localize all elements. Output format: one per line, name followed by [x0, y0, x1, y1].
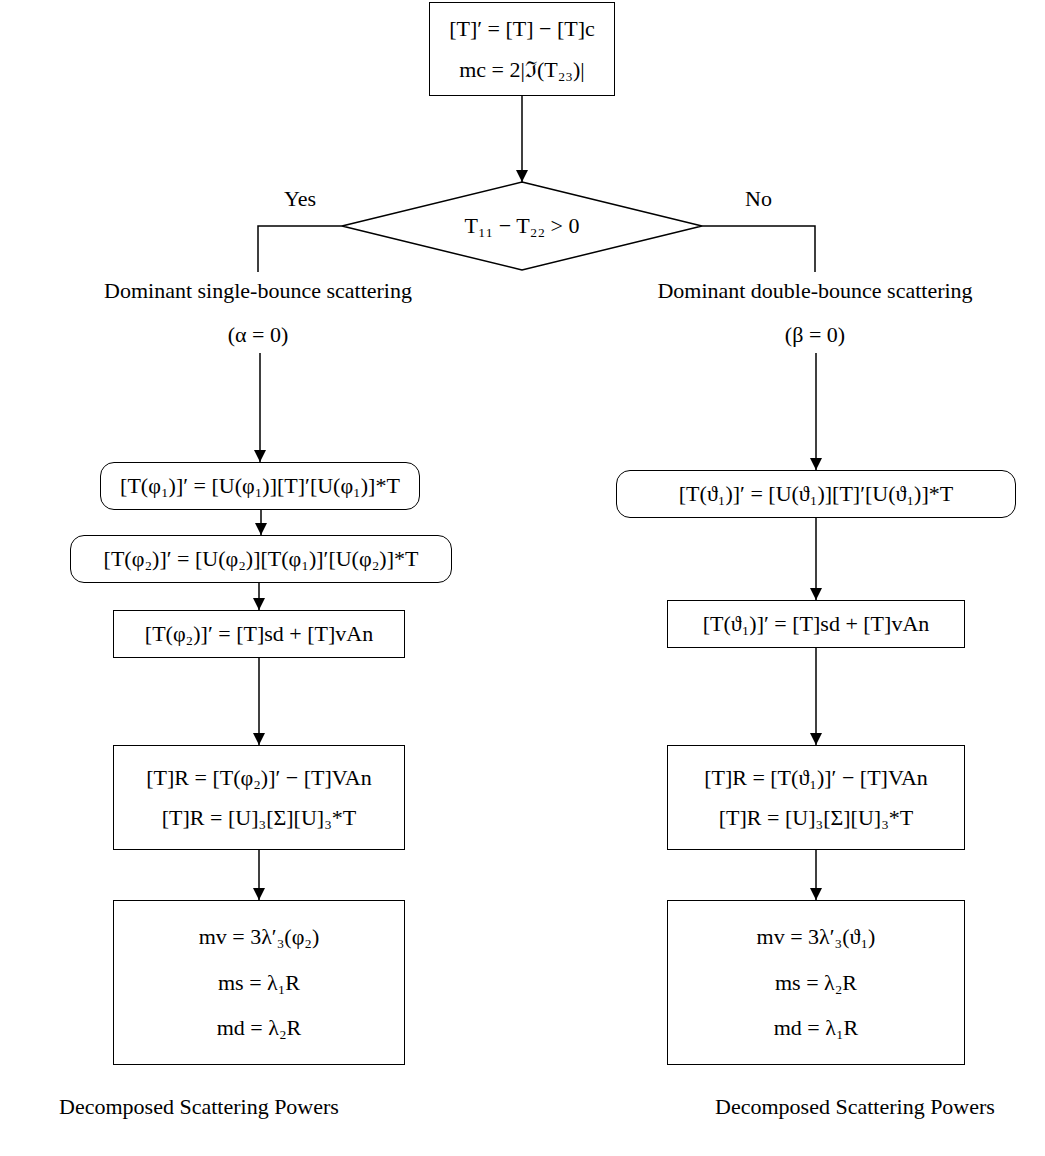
formula-text: [T]R = [U]₃[Σ][U]₃*T — [719, 804, 914, 832]
branch-label: No — [742, 185, 775, 213]
process-box: [T(ϑ₁)]′ = [T]sd + [T]vAn — [667, 600, 965, 648]
flow-connector — [815, 518, 817, 600]
formula-text: [T(ϑ₁)]′ = [T]sd + [T]vAn — [703, 610, 930, 638]
diamond-shape — [342, 182, 702, 270]
formula-text: [T(φ₂)]′ = [U(φ₂)][T(φ₁)]′[U(φ₂)]*T — [104, 545, 419, 573]
process-box: [T]R = [T(φ₂)]′ − [T]VAn [T]R = [U]₃[Σ][U… — [113, 745, 405, 850]
flow-connector — [258, 583, 260, 610]
branch-text: Dominant single-bounce scattering — [104, 277, 412, 305]
flow-connector — [815, 353, 817, 470]
formula-text: [T(φ₁)]′ = [U(φ₁)][T]′[U(φ₁)]*T — [120, 472, 400, 500]
rotation-box: [T(φ₂)]′ = [U(φ₂)][T(φ₁)]′[U(φ₂)]*T — [70, 535, 452, 583]
formula-text: ms = λ₁R — [218, 969, 300, 997]
result-box: mv = 3λ′₃(ϑ₁) ms = λ₂R md = λ₁R — [667, 900, 965, 1065]
formula-text: mv = 3λ′₃(φ₂) — [199, 923, 320, 951]
flow-connector — [259, 353, 261, 462]
flow-connector — [258, 226, 342, 272]
formula-text: [T]′ = [T] − [T]c — [449, 15, 595, 43]
formula-text: [T]R = [T(ϑ₁)]′ − [T]VAn — [704, 764, 928, 792]
flow-connector — [521, 96, 523, 182]
flow-connector — [815, 850, 817, 900]
branch-label: Yes — [281, 185, 319, 213]
flow-connector — [815, 648, 817, 745]
branch-heading: Dominant single-bounce scattering (α = 0) — [97, 272, 419, 353]
branch-text: (α = 0) — [228, 321, 289, 349]
formula-text: mv = 3λ′₃(ϑ₁) — [757, 923, 876, 951]
formula-text: md = λ₁R — [774, 1014, 859, 1042]
flow-connector — [702, 226, 815, 272]
formula-text: [T]R = [T(φ₂)]′ − [T]VAn — [146, 764, 372, 792]
caption-label: Decomposed Scattering Powers — [56, 1093, 342, 1121]
formula-text: [T(φ₂)]′ = [T]sd + [T]vAn — [145, 620, 373, 648]
rotation-box: [T(ϑ₁)]′ = [U(ϑ₁)][T]′[U(ϑ₁)]*T — [616, 470, 1016, 518]
branch-text: (β = 0) — [785, 321, 845, 349]
flow-connector — [258, 658, 260, 745]
flow-connector — [258, 850, 260, 900]
formula-text: ms = λ₂R — [775, 969, 857, 997]
formula-text: [T(ϑ₁)]′ = [U(ϑ₁)][T]′[U(ϑ₁)]*T — [679, 480, 953, 508]
decision-diamond: T₁₁ − T₂₂ > 0 — [342, 182, 702, 270]
process-box: [T(φ₂)]′ = [T]sd + [T]vAn — [113, 610, 405, 658]
flow-connector — [260, 510, 262, 535]
formula-text: [T]R = [U]₃[Σ][U]₃*T — [162, 804, 357, 832]
input-box: [T]′ = [T] − [T]c mc = 2|ℑ(T₂₃)| — [429, 2, 615, 96]
condition-text: T₁₁ − T₂₂ > 0 — [465, 212, 580, 240]
formula-text: md = λ₂R — [217, 1014, 302, 1042]
process-box: [T]R = [T(ϑ₁)]′ − [T]VAn [T]R = [U]₃[Σ][U… — [667, 745, 965, 850]
result-box: mv = 3λ′₃(φ₂) ms = λ₁R md = λ₂R — [113, 900, 405, 1065]
caption-label: Decomposed Scattering Powers — [712, 1093, 998, 1121]
rotation-box: [T(φ₁)]′ = [U(φ₁)][T]′[U(φ₁)]*T — [100, 462, 420, 510]
branch-text: Dominant double-bounce scattering — [657, 277, 972, 305]
branch-heading: Dominant double-bounce scattering (β = 0) — [650, 272, 980, 353]
formula-text: mc = 2|ℑ(T₂₃)| — [459, 56, 585, 84]
